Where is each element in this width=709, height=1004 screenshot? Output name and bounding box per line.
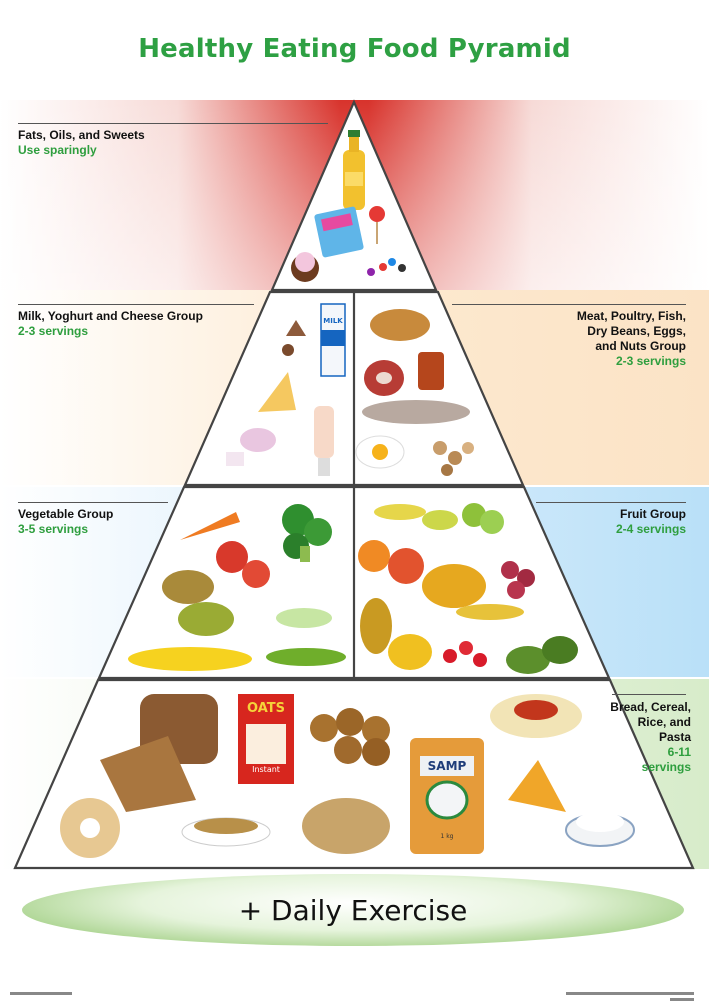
fruit-servings: 2-4 servings [615,522,686,536]
footer-line-right [566,992,694,995]
meat-servings: 2-3 servings [615,354,686,368]
fruit-group-illustration [358,503,578,674]
milk-rule [18,304,254,305]
fruit-name: Fruit Group [620,507,686,521]
vegetable-name: Vegetable Group [18,507,114,521]
fats-rule [18,123,328,124]
milk-carton-label: MILK [323,317,343,325]
fruit-rule [536,502,686,503]
vegetable-group-illustration [128,504,346,671]
vegetable-rule [18,502,168,503]
samp-bag-weight: 1 kg [440,833,453,840]
fats-name: Fats, Oils, and Sweets [18,128,145,142]
meat-label: Meat, Poultry, Fish, Dry Beans, Eggs, an… [486,309,686,369]
vegetable-servings: 3-5 servings [18,522,89,536]
meat-name-line-1: Meat, Poultry, Fish, [576,309,686,323]
bread-name-line-3: Pasta [658,730,691,744]
milk-name: Milk, Yoghurt and Cheese Group [18,309,203,323]
milk-servings: 2-3 servings [18,324,89,338]
daily-exercise-text: + Daily Exercise [238,893,468,927]
bread-label: Bread, Cereal, Rice, and Pasta 6-11 serv… [595,700,691,775]
fats-servings: Use sparingly [18,143,97,157]
meat-name-line-3: and Nuts Group [595,339,686,353]
samp-bag-label: SAMP [428,759,467,773]
meat-rule [452,304,686,305]
footer-line-right-short [670,998,694,1001]
oil-bottle-illustration [343,130,365,210]
fats-label: Fats, Oils, and Sweets Use sparingly [18,128,145,158]
bread-rule [612,694,686,695]
meat-name-line-2: Dry Beans, Eggs, [587,324,686,338]
page-title: Healthy Eating Food Pyramid [138,34,571,64]
meat-group-illustration [355,309,474,476]
vegetable-label: Vegetable Group 3-5 servings [18,507,113,537]
oats-pack-sublabel: Instant [252,765,280,774]
bread-group-illustration [60,694,635,858]
bread-name-line-2: Rice, and [637,715,691,729]
bread-name-line-1: Bread, Cereal, [610,700,691,714]
fruit-label: Fruit Group 2-4 servings [546,507,686,537]
bread-servings-line-1: 6-11 [667,745,691,759]
milk-label: Milk, Yoghurt and Cheese Group 2-3 servi… [18,309,203,339]
milk-group-illustration [226,303,346,476]
oats-pack-label: OATS [247,701,285,716]
bread-servings-line-2: servings [641,760,691,774]
footer-line-left [10,992,72,995]
sweets-illustration [291,206,406,282]
daily-exercise-banner: + Daily Exercise [22,874,684,946]
